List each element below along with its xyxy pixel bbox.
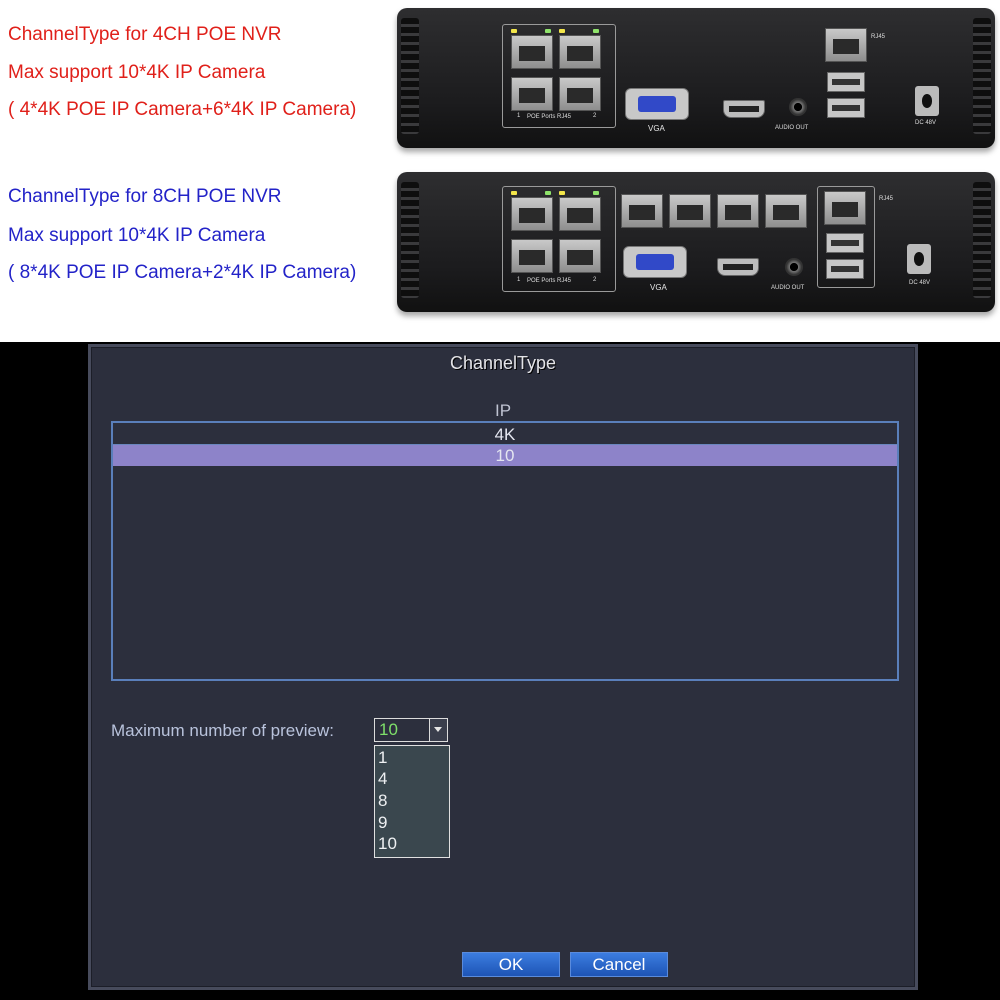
option-9[interactable]: 9 <box>378 813 388 832</box>
vent-fins <box>401 182 419 298</box>
port-1-label: 1 <box>517 277 521 283</box>
rj45-port <box>765 194 807 228</box>
rj45-label: RJ45 <box>871 34 886 40</box>
audio-out-jack <box>789 98 807 116</box>
port-led <box>559 191 565 195</box>
usb-port <box>827 98 865 118</box>
dialog-title: ChannelType <box>449 353 557 373</box>
channel-type-dialog: ChannelType IP 4K 10 Maximum number of p… <box>88 344 918 990</box>
preview-options-list[interactable]: 1 4 8 9 10 <box>374 745 450 858</box>
audio-out-jack <box>785 258 803 276</box>
nvr4-breakdown: ( 4*4K POE IP Camera+6*4K IP Camera) <box>8 99 357 120</box>
rj45-port <box>511 35 553 69</box>
nvr4-capacity: Max support 10*4K IP Camera <box>8 62 266 83</box>
rj45-port <box>511 77 553 111</box>
vga-label: VGA <box>650 283 667 292</box>
option-10[interactable]: 10 <box>378 834 397 853</box>
option-8[interactable]: 8 <box>378 791 388 810</box>
list-item-4k[interactable]: 4K <box>494 425 516 444</box>
port-led <box>511 29 517 33</box>
rj45-label: RJ45 <box>879 196 894 202</box>
cancel-button[interactable]: Cancel <box>570 952 668 977</box>
ok-button[interactable]: OK <box>462 952 560 977</box>
nvr8-title: ChannelType for 8CH POE NVR <box>8 186 282 207</box>
port-led <box>593 191 599 195</box>
rj45-port <box>559 197 601 231</box>
nvr8-capacity: Max support 10*4K IP Camera <box>8 225 266 246</box>
max-preview-value: 10 <box>379 720 398 739</box>
port-led <box>545 29 551 33</box>
max-preview-label: Maximum number of preview: <box>111 721 334 740</box>
poe-port-block: POE Ports RJ45 1 2 <box>502 186 616 292</box>
max-preview-select[interactable]: 10 <box>374 718 448 742</box>
nvr4-title: ChannelType for 4CH POE NVR <box>8 24 282 45</box>
vga-port <box>625 88 689 120</box>
row-divider <box>113 444 897 445</box>
port-2-label: 2 <box>593 113 597 119</box>
port-2-label: 2 <box>593 277 597 283</box>
nvr-4ch-image: POE Ports RJ45 1 2 VGA AUDIO OUT RJ45 DC… <box>397 8 995 148</box>
rj45-port <box>621 194 663 228</box>
rj45-port <box>559 239 601 273</box>
lan-port <box>824 191 866 225</box>
lan-port <box>825 28 867 62</box>
dropdown-button[interactable] <box>429 719 447 741</box>
audio-out-label: AUDIO OUT <box>775 125 809 131</box>
rj45-port <box>669 194 711 228</box>
usb-port <box>827 72 865 92</box>
port-led <box>559 29 565 33</box>
vga-port <box>623 246 687 278</box>
option-4[interactable]: 4 <box>378 769 388 788</box>
port-led <box>511 191 517 195</box>
port-led <box>545 191 551 195</box>
nvr-8ch-image: POE Ports RJ45 1 2 VGA AUDIO OUT RJ45 DC… <box>397 172 995 312</box>
chevron-down-icon <box>434 727 442 732</box>
vga-label: VGA <box>648 124 665 133</box>
dc-power-jack <box>915 86 939 116</box>
vent-fins <box>973 18 991 134</box>
nvr8-breakdown: ( 8*4K POE IP Camera+2*4K IP Camera) <box>8 262 357 283</box>
rj45-port <box>559 77 601 111</box>
rj45-port <box>511 239 553 273</box>
hdmi-port <box>717 258 759 276</box>
dc-power-jack <box>907 244 931 274</box>
poe-label: POE Ports RJ45 <box>527 114 572 120</box>
rj45-port <box>559 35 601 69</box>
hdmi-port <box>723 100 765 118</box>
poe-port-block: POE Ports RJ45 1 2 <box>502 24 616 128</box>
audio-out-label: AUDIO OUT <box>771 285 805 291</box>
ip-column-header: IP <box>494 401 512 420</box>
port-led <box>593 29 599 33</box>
rj45-port <box>511 197 553 231</box>
usb-port <box>826 233 864 253</box>
channel-type-list[interactable]: 4K 10 <box>111 421 899 681</box>
dc-label: DC 48V <box>909 280 931 286</box>
list-item-10-selected[interactable]: 10 <box>113 445 897 466</box>
usb-port <box>826 259 864 279</box>
vent-fins <box>401 18 419 134</box>
dc-label: DC 48V <box>915 120 937 126</box>
port-1-label: 1 <box>517 113 521 119</box>
vent-fins <box>973 182 991 298</box>
option-1[interactable]: 1 <box>378 748 388 767</box>
lan-usb-block <box>817 186 875 288</box>
rj45-port <box>717 194 759 228</box>
poe-label: POE Ports RJ45 <box>527 278 572 284</box>
dvr-screen: ChannelType IP 4K 10 Maximum number of p… <box>0 342 1000 1000</box>
product-promo: ChannelType for 4CH POE NVR Max support … <box>0 0 1000 342</box>
